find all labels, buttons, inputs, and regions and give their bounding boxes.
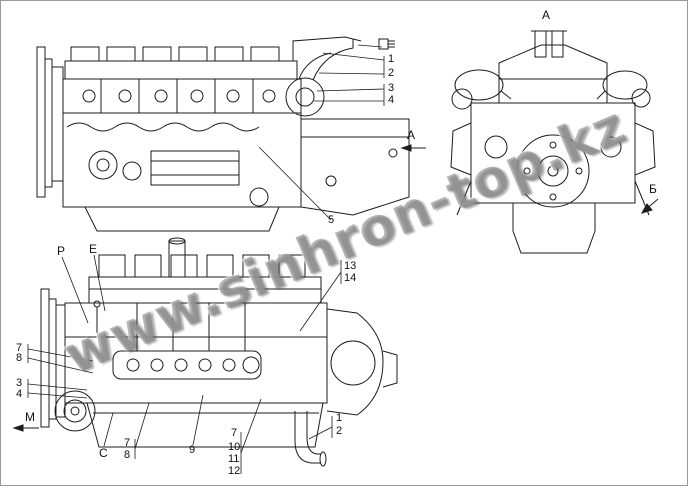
callout-9: 9 <box>189 444 196 456</box>
callout-c: C <box>99 446 108 460</box>
view-a-label: A <box>407 128 416 142</box>
engine-side-top-view <box>36 36 410 232</box>
callout-13: 13 <box>344 260 357 272</box>
callout-1-top: 1 <box>388 53 395 65</box>
section-b-label: Б <box>649 182 657 196</box>
callout-2-top: 2 <box>388 67 395 79</box>
callout-14: 14 <box>344 272 357 284</box>
callout-1-bottom: 1 <box>336 412 343 424</box>
callout-11: 11 <box>228 453 240 465</box>
callout-e: E <box>89 242 98 256</box>
bolt-icon <box>378 38 395 50</box>
view-b-arrow <box>640 198 659 214</box>
callout-12: 12 <box>228 465 241 477</box>
view-m-arrow <box>12 424 39 432</box>
engine-side-bottom-view <box>40 237 398 467</box>
callout-8-left: 8 <box>16 352 23 364</box>
callout-4-bottom: 4 <box>16 388 23 400</box>
callout-7-left: 7 <box>16 342 23 354</box>
callout-5: 5 <box>328 214 335 226</box>
callout-7-mid: 7 <box>124 437 131 449</box>
view-m-label: M <box>25 410 35 424</box>
engine-front-view <box>450 30 656 254</box>
callout-4-top: 4 <box>388 94 395 106</box>
callout-leader-lines <box>27 44 385 474</box>
callout-7-right: 7 <box>231 427 238 439</box>
callout-10: 10 <box>228 441 241 453</box>
callout-3-top: 3 <box>388 82 395 94</box>
callout-p: P <box>57 244 66 258</box>
front-view-title: A <box>542 8 551 22</box>
view-a-arrow <box>400 144 426 152</box>
callout-2-bottom: 2 <box>336 425 343 437</box>
callout-3-bottom: 3 <box>16 377 23 389</box>
callout-8-mid: 8 <box>124 449 131 461</box>
